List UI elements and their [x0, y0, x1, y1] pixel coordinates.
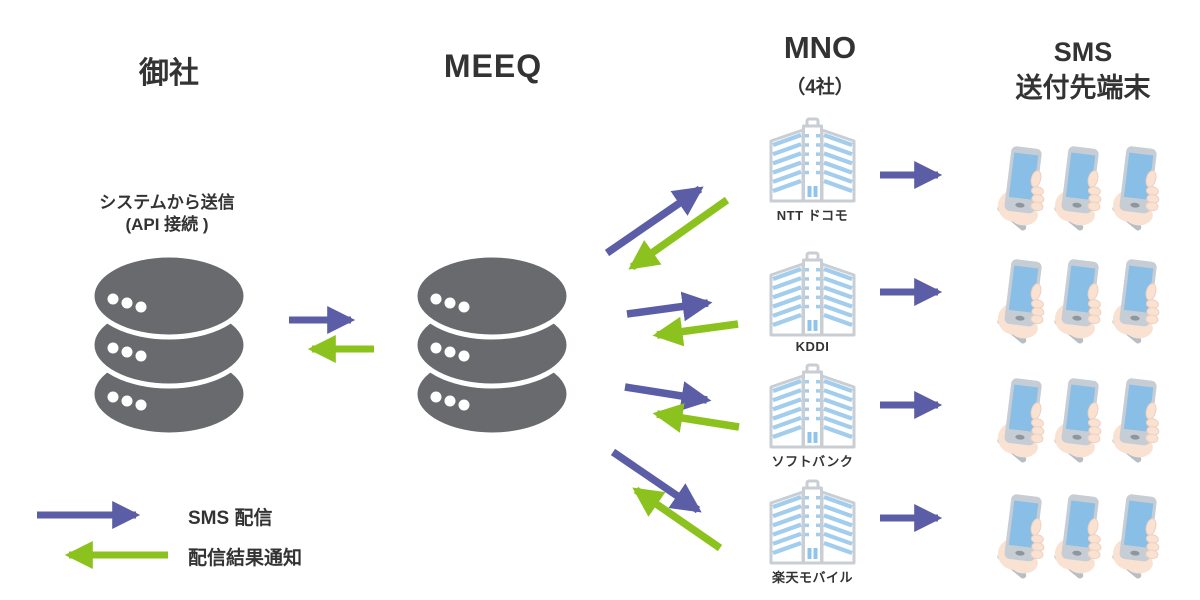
office-building-icon [769, 479, 856, 565]
result-arrow-from-docomo [628, 196, 730, 271]
meeq-heading: MEEQ [443, 48, 543, 84]
phone-in-hand-icon [1112, 378, 1160, 463]
mno-heading: MNO [783, 30, 857, 65]
result-arrow-from-kddi [652, 316, 739, 347]
carrier-item: ソフトバンク [765, 362, 860, 470]
sms-heading-line2: 送付先端末 [1015, 73, 1151, 104]
company-heading: 御社 [139, 57, 199, 90]
phone-in-hand-icon [997, 146, 1045, 231]
sms-arrow-to-kddi [626, 291, 713, 322]
office-building-icon [769, 363, 856, 449]
sms-arrow-carrier-to-phones [880, 391, 943, 419]
sms-arrow-carrier-to-phones [880, 504, 943, 532]
carrier-item: 楽天モバイル [765, 478, 860, 586]
phone-in-hand-icon [1054, 146, 1102, 231]
legend-result-arrow [64, 541, 168, 569]
sms-arrow-carrier-to-phones [880, 278, 943, 306]
phone-in-hand-icon [1054, 259, 1102, 344]
carrier-item: NTT ドコモ [765, 116, 860, 224]
sms-arrow-to-docomo [604, 185, 704, 257]
phone-in-hand-icon [997, 378, 1045, 463]
legend-result-label: 配信結果通知 [188, 548, 303, 569]
sms-arrow-to-softbank [624, 381, 712, 411]
phone-in-hand-icon [997, 494, 1045, 579]
legend-sms-arrow [37, 501, 141, 529]
phone-in-hand-icon [1054, 494, 1102, 579]
company-caption: システムから送信 (API 接続 ) [67, 192, 267, 236]
company-caption-line2: (API 接続 ) [125, 215, 209, 234]
company-caption-line1: システムから送信 [99, 193, 235, 212]
result-arrow-from-rakuten [632, 486, 723, 552]
sms-heading-line1: SMS [1053, 37, 1113, 67]
carrier-name: NTT ドコモ [776, 208, 849, 223]
company-meeq-arrows [289, 306, 374, 363]
office-building-icon [769, 251, 856, 337]
phone-in-hand-icon [1054, 378, 1102, 463]
phone-in-hand-icon [997, 259, 1045, 344]
mno-subheading: （4社） [786, 77, 854, 98]
office-building-icon [769, 117, 856, 203]
sms-arrow-carrier-to-phones [880, 161, 943, 189]
carrier-name: 楽天モバイル [771, 570, 853, 585]
meeq-server-icon [412, 252, 572, 438]
carrier-name: KDDI [795, 339, 830, 354]
phone-in-hand-icon [1112, 146, 1160, 231]
sms-arrow-to-rakuten [610, 448, 702, 514]
carrier-item: KDDI [765, 250, 860, 354]
result-arrow-from-softbank [652, 403, 740, 433]
sms-heading: SMS 送付先端末 [983, 34, 1183, 107]
carrier-name: ソフトバンク [771, 454, 854, 469]
phone-in-hand-icon [1112, 494, 1160, 579]
legend-sms-label: SMS 配信 [188, 508, 273, 529]
phone-in-hand-icon [1112, 259, 1160, 344]
company-server-icon [89, 252, 249, 438]
